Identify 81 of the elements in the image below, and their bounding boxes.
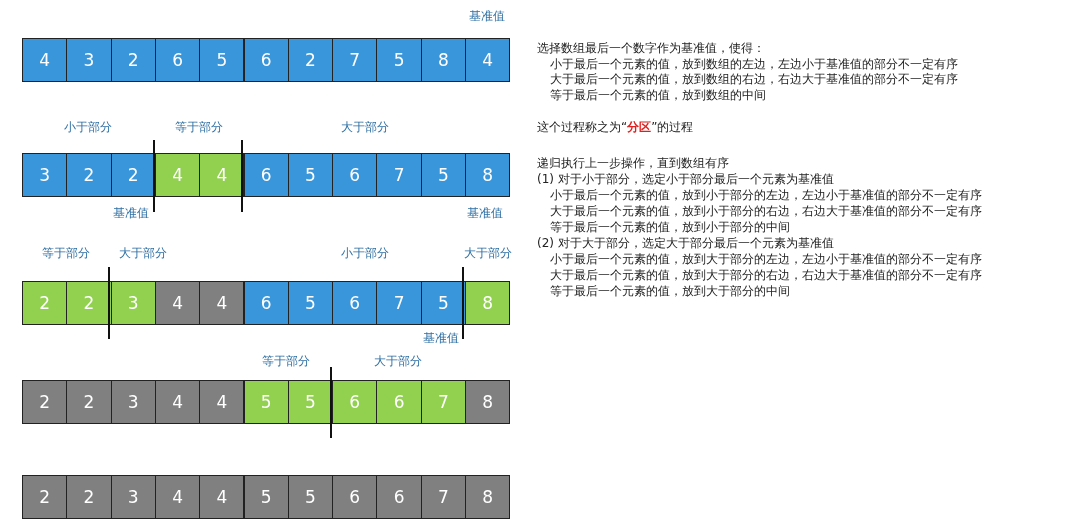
array-cell: 3 [22, 153, 68, 197]
array-cell: 6 [243, 281, 289, 325]
array-cell: 2 [66, 153, 112, 197]
part-label: 基准值 [467, 206, 503, 220]
part-label: 等于部分 [262, 354, 310, 368]
description-text: 小于最后一个元素的值，放到大于部分的左边，左边小于基准值的部分不一定有序 [550, 252, 982, 266]
description-text: 小于最后一个元素的值，放到小于部分的左边，左边小于基准值的部分不一定有序 [550, 188, 982, 202]
array-cell: 3 [110, 281, 156, 325]
array-cell: 5 [287, 281, 334, 325]
array-cell: 2 [110, 153, 156, 197]
array-cell: 4 [465, 38, 511, 82]
array-cell: 5 [376, 38, 422, 82]
array-cell: 4 [199, 153, 245, 197]
array-cell: 3 [110, 380, 156, 424]
array-cell: 6 [243, 38, 289, 82]
description-text: 这个过程称之为“分区”的过程 [537, 120, 694, 134]
part-label: 大于部分 [464, 246, 512, 260]
part-label: 基准值 [113, 206, 149, 220]
part-label: 大于部分 [119, 246, 167, 260]
part-label: 小于部分 [341, 246, 389, 260]
description-text: 递归执行上一步操作，直到数组有序 [537, 156, 729, 170]
array-cell: 7 [376, 153, 422, 197]
description-text: 等于最后一个元素的值，放到大于部分的中间 [550, 284, 790, 298]
array-cell: 6 [376, 475, 422, 519]
description-text: 大于最后一个元素的值，放到小于部分的右边，右边大于基准值的部分不一定有序 [550, 204, 982, 218]
description-text: 大于最后一个元素的值，放到大于部分的右边，右边大于基准值的部分不一定有序 [550, 268, 982, 282]
array-cell: 5 [243, 475, 289, 519]
array-cell: 2 [287, 38, 334, 82]
array-cell: 2 [66, 475, 112, 519]
array-cell: 6 [154, 38, 201, 82]
array-cell: 6 [376, 380, 422, 424]
array-cell: 6 [243, 153, 289, 197]
part-label: 小于部分 [64, 120, 112, 134]
description-text: 大于最后一个元素的值，放到数组的右边，右边大于基准值的部分不一定有序 [550, 72, 958, 86]
part-label: 大于部分 [374, 354, 422, 368]
array-cell: 7 [420, 380, 466, 424]
description-text: 等于最后一个元素的值，放到小于部分的中间 [550, 220, 790, 234]
array-cell: 2 [110, 38, 156, 82]
array-cell: 8 [465, 153, 511, 197]
array-cell: 2 [22, 475, 68, 519]
array-cell: 4 [154, 281, 201, 325]
array-cell: 3 [110, 475, 156, 519]
array-cell: 5 [287, 153, 334, 197]
description-text: 等于最后一个元素的值，放到数组的中间 [550, 88, 766, 102]
array-cell: 2 [22, 281, 68, 325]
array-cell: 4 [154, 380, 201, 424]
array-cell: 7 [420, 475, 466, 519]
array-cell: 2 [66, 281, 112, 325]
array-cell: 8 [420, 38, 466, 82]
array-cell: 6 [332, 475, 378, 519]
array-cell: 5 [287, 475, 334, 519]
array-cell: 6 [332, 281, 378, 325]
part-label: 基准值 [469, 9, 505, 23]
part-label: 等于部分 [42, 246, 90, 260]
array-cell: 2 [66, 380, 112, 424]
array-cell: 7 [376, 281, 422, 325]
array-cell: 4 [199, 380, 245, 424]
description-text: (2) 对于大于部分，选定大于部分最后一个元素为基准值 [537, 236, 834, 250]
array-cell: 4 [199, 475, 245, 519]
part-label: 大于部分 [341, 120, 389, 134]
array-cell: 4 [154, 475, 201, 519]
array-cell: 8 [465, 380, 511, 424]
part-label: 等于部分 [175, 120, 223, 134]
array-cell: 4 [154, 153, 201, 197]
array-cell: 8 [465, 281, 511, 325]
array-cell: 5 [420, 281, 466, 325]
array-cell: 6 [332, 153, 378, 197]
array-cell: 5 [243, 380, 289, 424]
description-text: 小于最后一个元素的值，放到数组的左边，左边小于基准值的部分不一定有序 [550, 57, 958, 71]
array-cell: 5 [199, 38, 245, 82]
array-cell: 2 [22, 380, 68, 424]
description-text: 选择数组最后一个数字作为基准值，使得： [537, 41, 765, 55]
array-cell: 4 [22, 38, 68, 82]
array-cell: 3 [66, 38, 112, 82]
array-cell: 4 [199, 281, 245, 325]
array-cell: 8 [465, 475, 511, 519]
array-cell: 5 [420, 153, 466, 197]
description-text: (1) 对于小于部分，选定小于部分最后一个元素为基准值 [537, 172, 834, 186]
part-label: 基准值 [423, 331, 459, 345]
array-cell: 7 [332, 38, 378, 82]
array-cell: 6 [332, 380, 378, 424]
